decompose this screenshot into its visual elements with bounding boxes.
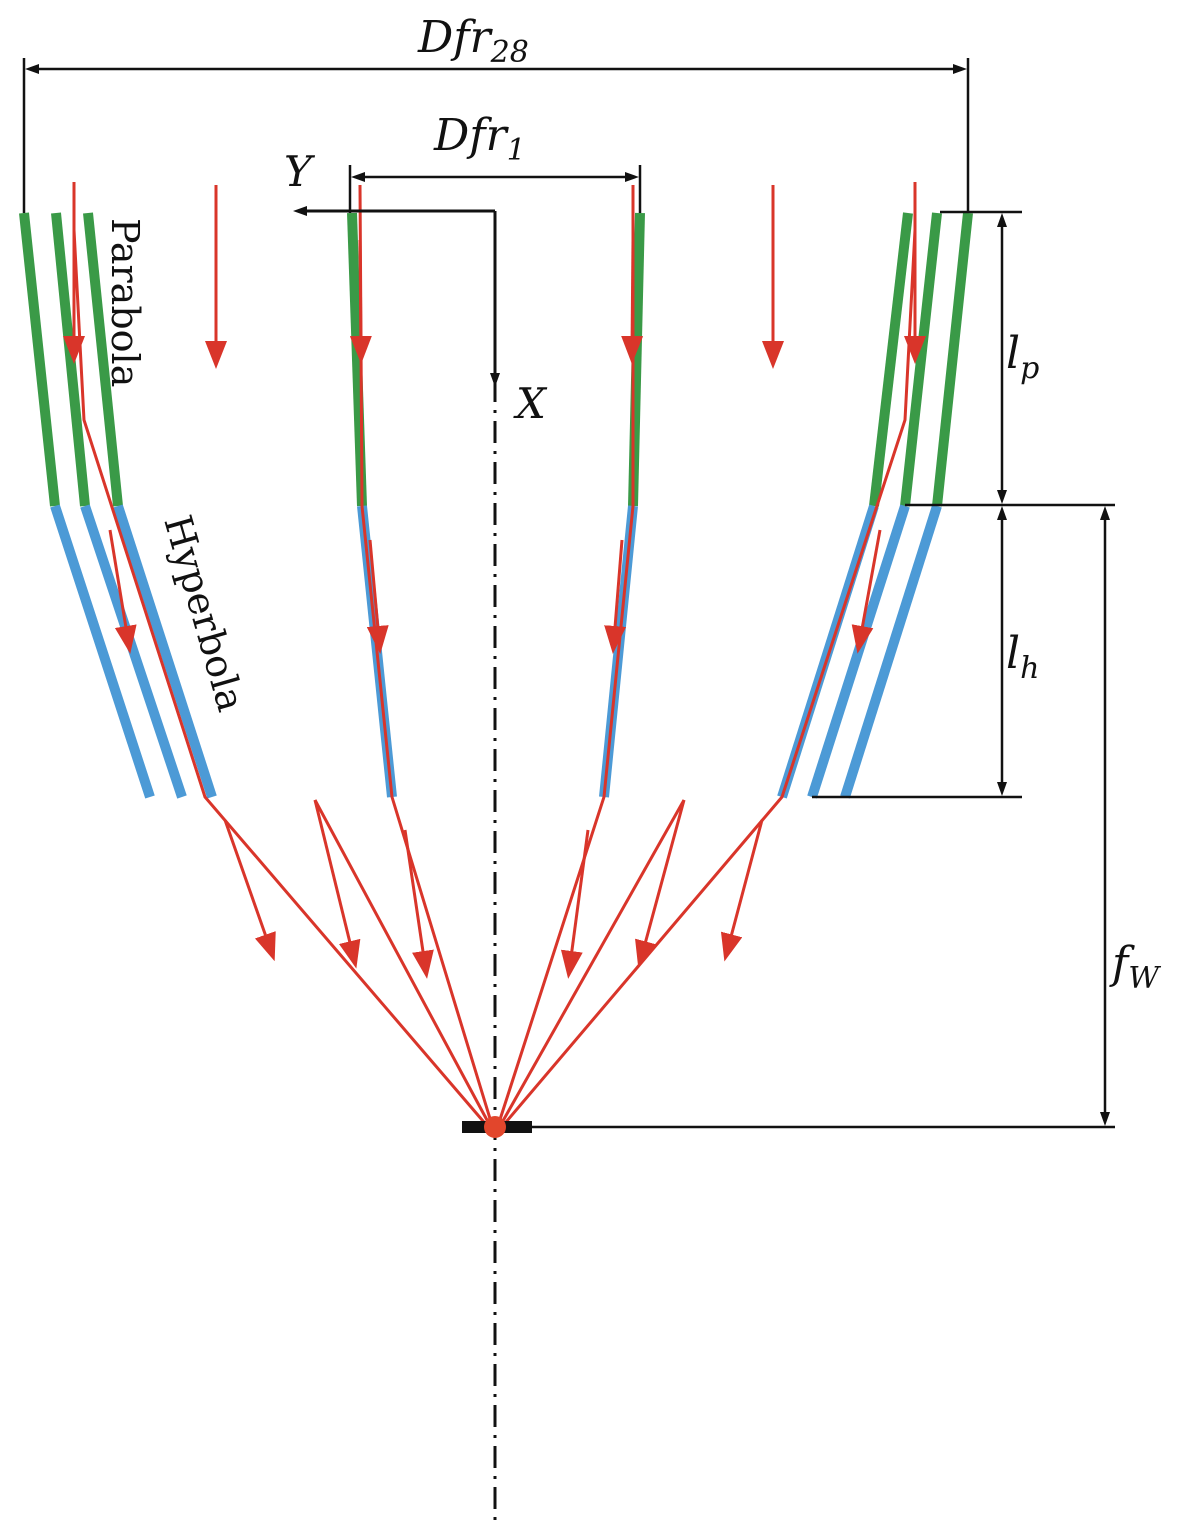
focal-plane-detector bbox=[462, 1116, 532, 1138]
parabola-label: Parabola bbox=[103, 218, 147, 387]
x-ray-paths bbox=[63, 182, 926, 1136]
reflected-ray-left-outer bbox=[72, 182, 497, 1136]
hyperbola-shell bbox=[50, 504, 155, 799]
hyperbola-shell bbox=[840, 504, 942, 799]
reflected-ray-right-outer bbox=[493, 182, 917, 1136]
axis-x-label: X bbox=[513, 379, 548, 428]
parabola-shell bbox=[869, 212, 913, 507]
parabola-shell bbox=[19, 212, 60, 507]
dfr1-label: Dfr1 bbox=[433, 110, 526, 168]
coordinate-axes bbox=[293, 206, 500, 387]
reflected-ray-inner-right bbox=[493, 185, 635, 1136]
hyperbola-shell bbox=[113, 504, 217, 799]
reflected-ray-right-middle bbox=[493, 799, 686, 1136]
dfr28-label: Dfr28 bbox=[417, 12, 529, 70]
lh-label: lh bbox=[1006, 628, 1039, 686]
reflected-ray-left-middle bbox=[313, 799, 497, 1136]
parabola-shell bbox=[932, 212, 973, 507]
dimension-lines bbox=[22, 58, 1115, 1129]
parabola-shell bbox=[900, 212, 942, 507]
parabola-shell bbox=[83, 212, 123, 507]
fw-label: fW bbox=[1109, 938, 1161, 996]
axis-y-label: Y bbox=[284, 147, 316, 196]
lp-label: lp bbox=[1006, 328, 1039, 386]
